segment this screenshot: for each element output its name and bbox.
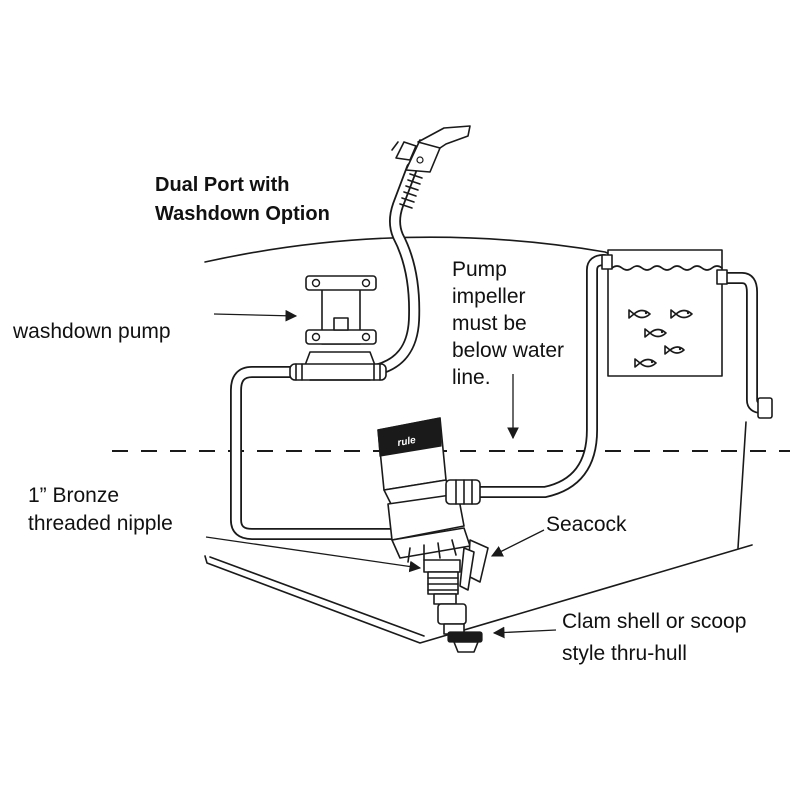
washdown-hose bbox=[369, 162, 421, 376]
supply-hose bbox=[230, 366, 401, 540]
drain-fitting bbox=[757, 397, 773, 419]
livewell-tank bbox=[601, 249, 728, 377]
diagram-title-line-1: Dual Port with bbox=[155, 174, 289, 196]
arrow-washdown-pump bbox=[213, 309, 298, 322]
livewell-pump bbox=[377, 417, 481, 563]
label-impeller-line-2: impeller bbox=[452, 285, 526, 308]
label-nipple-line-1: 1” Bronze bbox=[28, 484, 119, 507]
hull-line bbox=[204, 544, 753, 644]
washdown-pump bbox=[289, 275, 387, 381]
arrow-nipple bbox=[205, 536, 422, 573]
label-thru-hull-line-2: style thru-hull bbox=[562, 642, 687, 665]
bronze-nipple bbox=[423, 559, 467, 635]
thru-hull-fitting bbox=[447, 631, 483, 653]
arrow-thru-hull bbox=[492, 626, 557, 639]
label-washdown-pump: washdown pump bbox=[12, 320, 171, 343]
hose-ribs bbox=[399, 173, 423, 209]
label-impeller-line-1: Pump bbox=[452, 258, 507, 281]
arrow-seacock bbox=[490, 529, 545, 557]
label-thru-hull-line-1: Clam shell or scoop bbox=[562, 610, 746, 633]
livewell-drain-hose bbox=[718, 272, 768, 414]
drain-line bbox=[737, 421, 747, 549]
label-impeller-line-3: must be bbox=[452, 312, 527, 335]
spray-nozzle-icon bbox=[391, 125, 471, 173]
label-impeller-line-4: below water bbox=[452, 339, 564, 362]
diagram-title-line-2: Washdown Option bbox=[155, 203, 330, 225]
fish-icon bbox=[628, 309, 693, 368]
hull-inner-line bbox=[209, 556, 425, 637]
pump-brand-label: rule bbox=[397, 435, 417, 449]
label-nipple-line-2: threaded nipple bbox=[28, 512, 173, 535]
label-seacock: Seacock bbox=[546, 513, 627, 536]
seacock-valve bbox=[459, 539, 489, 591]
livewell-fill-hose bbox=[472, 254, 610, 498]
label-impeller-line-5: line. bbox=[452, 366, 491, 389]
